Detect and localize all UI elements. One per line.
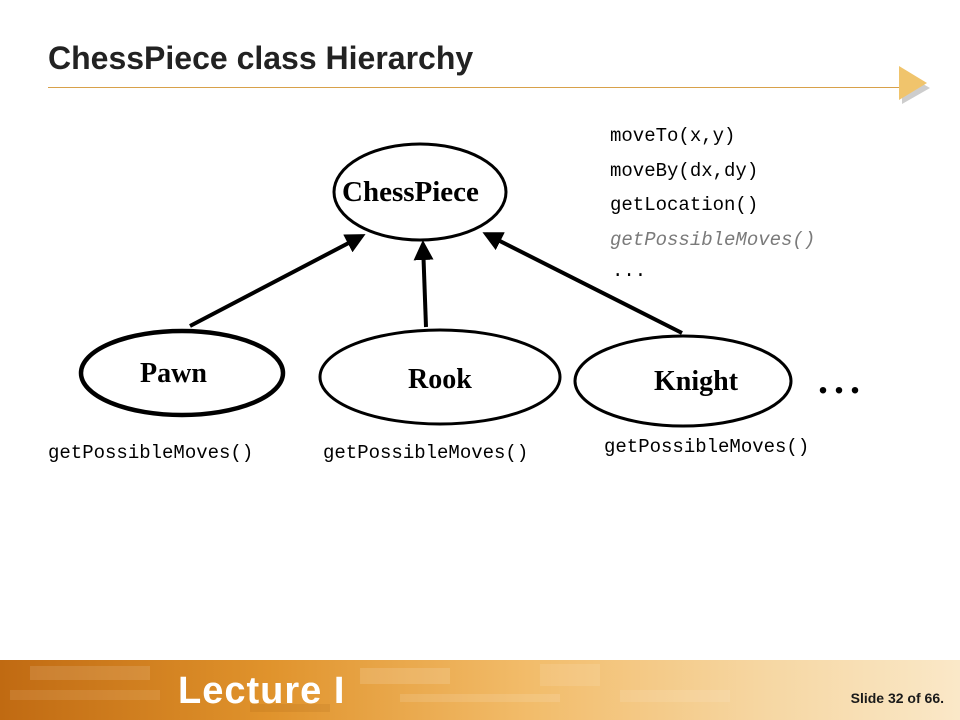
chesspiece-node [332, 142, 508, 242]
title-rule [48, 87, 900, 88]
root-method-moveto: moveTo(x,y) [610, 125, 736, 147]
knight-label: Knight [654, 366, 739, 397]
root-abstract-method: getPossibleMoves() [610, 229, 816, 251]
next-arrow-icon [899, 66, 930, 104]
footer-brand: Lecture I [178, 670, 346, 712]
rook-label: Rook [408, 364, 472, 395]
knight-method: getPossibleMoves() [604, 436, 810, 458]
root-method-moveby: moveBy(dx,dy) [610, 160, 759, 182]
pawn-label: Pawn [140, 358, 207, 389]
slide-title: ChessPiece class Hierarchy [48, 40, 474, 76]
root-methods-ellipsis: ... [612, 260, 647, 282]
knight-inheritance-arrow [482, 232, 683, 335]
hierarchy-diagram [78, 142, 793, 428]
root-method-getlocation: getLocation() [610, 194, 759, 216]
rook-method: getPossibleMoves() [323, 442, 529, 464]
chesspiece-label: ChessPiece [342, 176, 479, 208]
more-subclasses-ellipsis: ... [818, 357, 866, 402]
pawn-method: getPossibleMoves() [48, 442, 254, 464]
pawn-inheritance-arrow [189, 234, 366, 328]
footer-bar: Lecture I Slide 32 of 66. [0, 660, 960, 720]
rook-inheritance-arrow [413, 240, 434, 328]
pawn-node [78, 328, 286, 418]
footer-texture [10, 664, 730, 712]
slide-counter: Slide 32 of 66. [850, 690, 944, 706]
knight-node [573, 334, 793, 428]
rook-node [318, 328, 562, 426]
